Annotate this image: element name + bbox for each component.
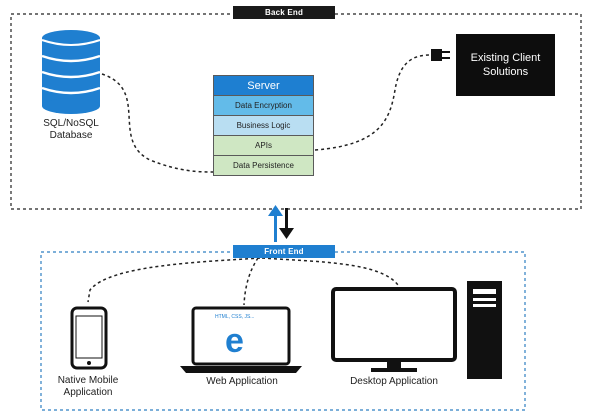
laptop-icon: HTML, CSS, JS... e (180, 306, 302, 373)
plug-icon (431, 49, 450, 61)
db-server-connector (101, 73, 215, 173)
pc-tower-icon (467, 281, 502, 379)
layer-business-logic: Business Logic (214, 116, 313, 136)
web-e-logo: e (225, 322, 244, 360)
front-end-tag: Front End (233, 245, 335, 258)
down-arrow-icon (279, 208, 294, 239)
up-arrow-icon (268, 205, 283, 242)
layer-apis: APIs (214, 136, 313, 156)
server-client-connector (314, 54, 431, 151)
layer-data-persistence: Data Persistence (214, 156, 313, 175)
front-to-web-connector (243, 257, 259, 306)
server-title: Server (214, 76, 313, 96)
existing-client-solutions-box: Existing Client Solutions (456, 34, 555, 96)
front-to-desktop-connector (261, 257, 399, 286)
desktop-app-label: Desktop Application (350, 376, 438, 387)
mobile-phone-icon (70, 306, 108, 370)
database-icon (41, 30, 101, 114)
back-end-tag: Back End (233, 6, 335, 19)
front-to-mobile-connector (87, 257, 261, 303)
web-app-label: Web Application (206, 376, 278, 387)
server-stack: Server Data Encryption Business Logic AP… (213, 75, 314, 176)
layer-data-encryption: Data Encryption (214, 96, 313, 116)
monitor-icon (331, 287, 457, 372)
laptop-screen-text: HTML, CSS, JS... (215, 314, 254, 320)
database-label: SQL/NoSQL Database (43, 118, 99, 141)
mobile-app-label: Native Mobile Application (57, 375, 119, 398)
